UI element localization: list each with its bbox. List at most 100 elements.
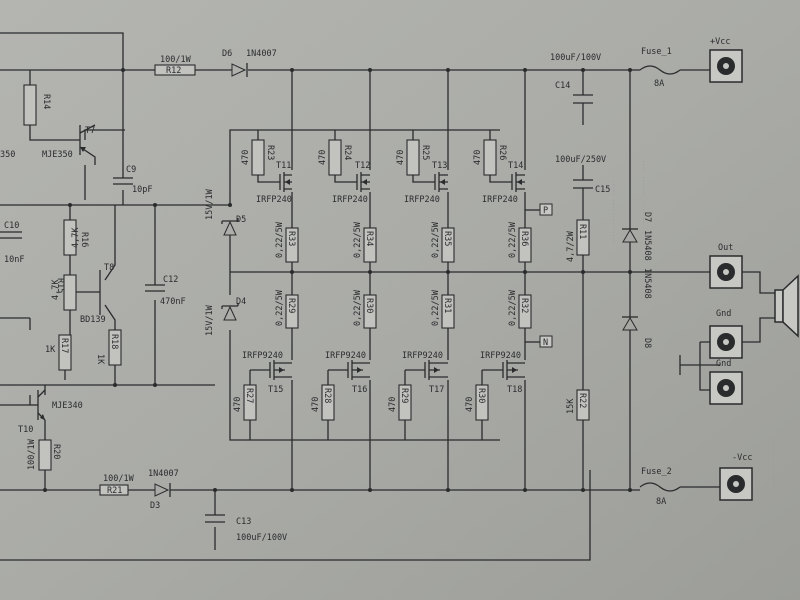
- terminal-out: [709, 255, 743, 289]
- wiring: [0, 32, 775, 561]
- label-t18: T18: [507, 385, 522, 395]
- label-rs-val-7: 0,22/5W: [431, 289, 441, 326]
- label-t10: T10: [18, 425, 33, 435]
- tag-p: [539, 203, 553, 216]
- diode-d6: [231, 63, 247, 77]
- terminal-gnd-2: [709, 371, 743, 405]
- label-r36: R36: [519, 231, 529, 246]
- junctions: [43, 68, 632, 492]
- svg-text:···· ······· ·······: ···· ······· ·······: [637, 160, 648, 224]
- label-r22-val: 15K: [566, 398, 576, 414]
- capacitor-c12: [145, 284, 165, 292]
- label-gnd-2: Gnd: [716, 359, 731, 369]
- label-r35: R35: [442, 231, 452, 246]
- diode-d7: [622, 229, 638, 243]
- fuse-1: [639, 65, 681, 75]
- label-r17-val: 1K: [45, 345, 56, 355]
- mosfet-t18: [502, 360, 525, 380]
- terminals: [539, 49, 799, 501]
- label-r11-val: 4,7/2W: [566, 230, 576, 262]
- label-r-gate-val-7: 470: [388, 397, 398, 412]
- label-t8-val: BD139: [80, 315, 106, 325]
- label-r-gate-val-3: 470: [396, 150, 406, 165]
- fuse-2: [639, 482, 681, 492]
- label-r16-val: 4,7K: [71, 227, 81, 248]
- capacitor-c13: [205, 514, 225, 523]
- label-r23: R23: [265, 145, 275, 160]
- resistor-r30: [363, 294, 377, 329]
- label-c9: C9: [126, 165, 136, 175]
- mosfet-t14: [511, 172, 525, 192]
- label-t8: T8: [104, 263, 114, 273]
- resistor-r11: [576, 219, 590, 256]
- terminal-gnd-1: [709, 325, 743, 359]
- show-through-text: ····· ········ ····· ···· ······· ······…: [607, 160, 778, 488]
- label-r-gate-val-4: 470: [473, 150, 483, 165]
- label-t14: T14: [508, 161, 523, 171]
- resistor-r20: [38, 439, 52, 471]
- resistor-r36: [518, 227, 532, 263]
- label-r33: R33: [286, 231, 296, 246]
- capacitor-c15: [573, 179, 593, 189]
- resistor-r14: [23, 84, 37, 126]
- label-rs-val-6: 0,22/5W: [353, 289, 363, 326]
- label-t11: T11: [276, 161, 291, 171]
- label-r29: R29: [286, 298, 296, 313]
- resistor-r15: [63, 274, 77, 311]
- mosfet-t11: [279, 172, 292, 192]
- diodes: [154, 63, 638, 497]
- label-d5: D5: [236, 215, 246, 225]
- label-d3: D3: [150, 501, 160, 511]
- label-r34: R34: [364, 231, 374, 246]
- diode-d3: [154, 483, 170, 497]
- label-r-gate-val-2: 470: [318, 150, 328, 165]
- resistor-r35: [441, 227, 455, 263]
- label-t10-val: MJE340: [52, 401, 83, 411]
- label-r18-val: 1K: [95, 354, 105, 365]
- mosfet-t13: [434, 172, 448, 192]
- label-vcc-pos: +Vcc: [710, 37, 730, 47]
- resistor-r25: [406, 139, 420, 176]
- resistor-r27: [243, 384, 257, 421]
- label-vcc-neg: -Vcc: [732, 453, 752, 463]
- label-out: Out: [718, 243, 733, 253]
- label-rs-val-3: 0,22/5W: [431, 221, 441, 258]
- capacitor-c14: [573, 94, 593, 104]
- label-c12-val: 470nF: [160, 297, 186, 307]
- resistor-r26: [483, 139, 497, 176]
- resistors: [23, 64, 590, 496]
- label-r30: R30: [364, 298, 374, 313]
- resistor-r22: [576, 389, 590, 421]
- transistor-t10: [37, 389, 46, 421]
- transistors: [37, 124, 525, 421]
- resistor-r16: [63, 219, 77, 256]
- label-c15-val: 100uF/250V: [555, 155, 606, 165]
- label-tag-n: N: [543, 338, 548, 348]
- label-c13: C13: [236, 517, 251, 527]
- label-t7-val: MJE350: [42, 150, 73, 160]
- mosfet-t17: [424, 360, 448, 380]
- zener-d4: [223, 305, 237, 321]
- label-r28: R28: [322, 388, 332, 403]
- label-r-gate-val-8: 470: [465, 397, 475, 412]
- label-r12: R12: [166, 66, 181, 76]
- mosfet-t15: [269, 360, 292, 380]
- label-rs-val-8: 0,22/5W: [508, 289, 518, 326]
- mosfet-t16: [347, 360, 370, 380]
- label-c14: C14: [555, 81, 570, 91]
- label-t16: T16: [352, 385, 367, 395]
- label-r15: R15: [55, 278, 65, 293]
- label-tag-p: P: [543, 206, 548, 216]
- label-r20: R20: [51, 444, 61, 459]
- resistor-r33: [285, 227, 299, 263]
- label-r-gate-val-6: 470: [311, 397, 321, 412]
- label-r32: R32: [519, 298, 529, 313]
- label-r21-val: 100/1W: [103, 474, 135, 484]
- tag-n: [539, 335, 553, 348]
- label-t15-val: IRFP9240: [242, 351, 283, 361]
- svg-text:······ ········: ······ ········: [767, 440, 778, 488]
- label-d5-val: 15V/1W: [205, 188, 215, 220]
- resistor-r17: [58, 334, 72, 371]
- capacitor-c9: [113, 177, 133, 185]
